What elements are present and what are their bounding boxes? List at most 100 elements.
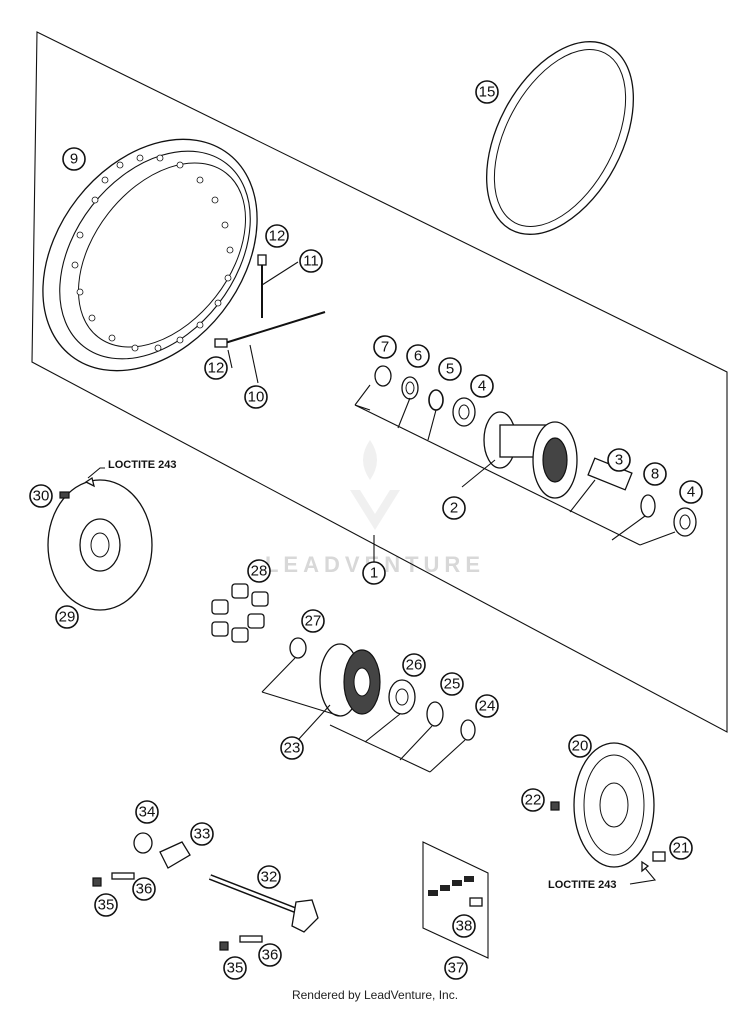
circlip-5 bbox=[428, 389, 444, 411]
seal-6 bbox=[401, 376, 419, 400]
callout-5[interactable]: 5 bbox=[438, 357, 462, 381]
svg-text:2: 2 bbox=[450, 500, 458, 517]
svg-text:35: 35 bbox=[98, 897, 115, 914]
tire-band bbox=[485, 41, 635, 235]
bearing-4-lower bbox=[673, 507, 697, 537]
callout-33[interactable]: 33 bbox=[190, 822, 214, 846]
sprocket-bolt-21 bbox=[652, 851, 666, 862]
callout-15[interactable]: 15 bbox=[475, 80, 499, 104]
seal-25 bbox=[426, 701, 444, 727]
bearing-26 bbox=[388, 679, 416, 715]
adjuster-bolts bbox=[92, 872, 263, 951]
callout-12-lower[interactable]: 12 bbox=[204, 356, 228, 380]
callout-12-upper[interactable]: 12 bbox=[265, 224, 289, 248]
svg-text:4: 4 bbox=[687, 484, 695, 501]
callout-36-right[interactable]: 36 bbox=[258, 943, 282, 967]
callout-8[interactable]: 8 bbox=[643, 462, 667, 486]
carrier-leader-lines bbox=[261, 657, 466, 773]
svg-text:25: 25 bbox=[444, 676, 461, 693]
callout-24[interactable]: 24 bbox=[475, 694, 499, 718]
svg-text:21: 21 bbox=[673, 840, 690, 857]
callout-4-lower[interactable]: 4 bbox=[679, 480, 703, 504]
svg-text:15: 15 bbox=[479, 84, 496, 101]
chain-kit bbox=[422, 841, 489, 959]
watermark-logo bbox=[350, 440, 400, 530]
loctite-note-left: LOCTITE 243 bbox=[108, 459, 176, 471]
sprocket-nut-22 bbox=[550, 801, 560, 811]
assembly-frame bbox=[31, 31, 728, 733]
callout-11[interactable]: 11 bbox=[299, 249, 323, 273]
svg-text:33: 33 bbox=[194, 826, 211, 843]
loctite-drop-left bbox=[84, 476, 95, 488]
wheel-hub bbox=[483, 411, 578, 499]
hub-spacer-7 bbox=[374, 365, 392, 387]
svg-text:9: 9 bbox=[70, 151, 78, 168]
callout-7[interactable]: 7 bbox=[373, 335, 397, 359]
svg-text:28: 28 bbox=[251, 563, 268, 580]
axle-nut-34 bbox=[133, 832, 153, 854]
svg-text:34: 34 bbox=[139, 804, 156, 821]
svg-text:10: 10 bbox=[248, 389, 265, 406]
callout-26[interactable]: 26 bbox=[402, 653, 426, 677]
brake-disc bbox=[47, 479, 153, 611]
hub-leader-lines bbox=[354, 384, 676, 562]
spoke-set bbox=[214, 254, 326, 384]
loctite-note-right: LOCTITE 243 bbox=[548, 879, 616, 891]
rear-axle-32 bbox=[208, 874, 319, 933]
svg-text:12: 12 bbox=[269, 228, 286, 245]
svg-text:12: 12 bbox=[208, 360, 225, 377]
svg-text:37: 37 bbox=[448, 960, 465, 977]
cush-drive-dampers bbox=[211, 583, 269, 643]
callout-10[interactable]: 10 bbox=[244, 385, 268, 409]
callout-35-left[interactable]: 35 bbox=[94, 893, 118, 917]
callout-28[interactable]: 28 bbox=[247, 559, 271, 583]
svg-text:22: 22 bbox=[525, 792, 542, 809]
callout-22[interactable]: 22 bbox=[521, 788, 545, 812]
loctite-leader-left bbox=[87, 467, 105, 479]
callout-29[interactable]: 29 bbox=[55, 605, 79, 629]
spacer-27 bbox=[289, 637, 307, 659]
callout-27[interactable]: 27 bbox=[301, 609, 325, 633]
sprocket-carrier bbox=[319, 643, 381, 717]
callout-30[interactable]: 30 bbox=[29, 484, 53, 508]
disc-bolt-30 bbox=[59, 491, 70, 499]
callout-32[interactable]: 32 bbox=[257, 865, 281, 889]
svg-text:36: 36 bbox=[136, 881, 153, 898]
svg-text:32: 32 bbox=[261, 869, 278, 886]
callout-20[interactable]: 20 bbox=[568, 734, 592, 758]
svg-text:24: 24 bbox=[479, 698, 496, 715]
svg-text:4: 4 bbox=[478, 378, 486, 395]
callout-35-right[interactable]: 35 bbox=[223, 956, 247, 980]
callout-34[interactable]: 34 bbox=[135, 800, 159, 824]
callout-3[interactable]: 3 bbox=[607, 448, 631, 472]
spacer-24 bbox=[460, 719, 476, 741]
svg-text:7: 7 bbox=[381, 339, 389, 356]
loctite-drop-right bbox=[641, 860, 650, 873]
callout-36-left[interactable]: 36 bbox=[132, 877, 156, 901]
wheel-rim bbox=[42, 138, 258, 372]
svg-text:26: 26 bbox=[406, 657, 423, 674]
callout-37[interactable]: 37 bbox=[444, 956, 468, 980]
callout-9[interactable]: 9 bbox=[62, 147, 86, 171]
chain-adjuster-33 bbox=[159, 841, 191, 869]
svg-text:6: 6 bbox=[414, 348, 422, 365]
bearing-4-upper bbox=[452, 397, 476, 427]
callout-23[interactable]: 23 bbox=[280, 736, 304, 760]
svg-text:1: 1 bbox=[370, 565, 378, 582]
callout-25[interactable]: 25 bbox=[440, 672, 464, 696]
svg-text:30: 30 bbox=[33, 488, 50, 505]
svg-text:23: 23 bbox=[284, 740, 301, 757]
callout-2[interactable]: 2 bbox=[442, 496, 466, 520]
svg-text:36: 36 bbox=[262, 947, 279, 964]
callout-4-upper[interactable]: 4 bbox=[470, 374, 494, 398]
spacer-8 bbox=[640, 494, 656, 518]
callout-38[interactable]: 38 bbox=[452, 914, 476, 938]
callout-6[interactable]: 6 bbox=[406, 344, 430, 368]
svg-text:35: 35 bbox=[227, 960, 244, 977]
callout-21[interactable]: 21 bbox=[669, 836, 693, 860]
svg-text:38: 38 bbox=[456, 918, 473, 935]
svg-text:27: 27 bbox=[305, 613, 322, 630]
loctite-leader-right bbox=[629, 867, 657, 885]
footer-credit: Rendered by LeadVenture, Inc. bbox=[291, 988, 459, 1002]
callout-1[interactable]: 1 bbox=[362, 561, 386, 585]
